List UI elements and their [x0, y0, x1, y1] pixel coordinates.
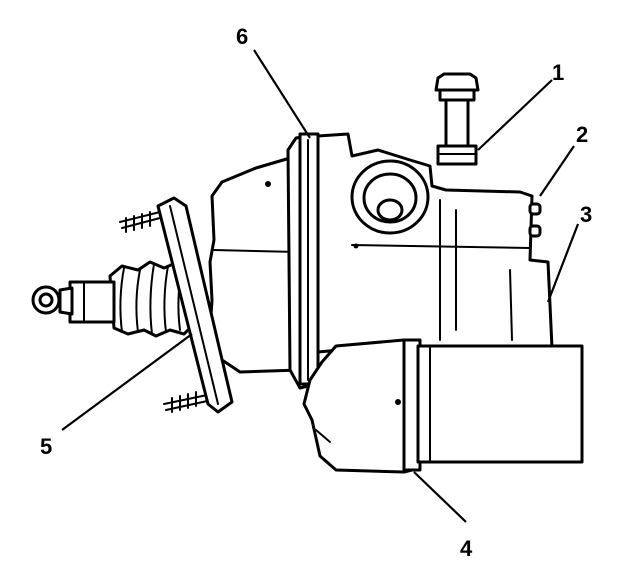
front-cylinder-reservoir — [302, 338, 584, 474]
leader-lines — [61, 49, 580, 523]
booster-flange — [286, 132, 320, 390]
push-rod-boot — [31, 260, 196, 338]
mounting-plate — [156, 196, 234, 414]
vacuum-check-valve-fitting — [434, 72, 480, 166]
callout-2: 2 — [576, 122, 589, 147]
callout-1: 1 — [552, 60, 565, 85]
callout-6: 6 — [236, 24, 249, 49]
side-sensor-bolts — [528, 202, 542, 238]
callout-3: 3 — [580, 202, 593, 227]
brake-line-port — [350, 159, 430, 235]
booster-rear-shell — [208, 148, 302, 374]
callout-4: 4 — [460, 536, 473, 561]
callout-5: 5 — [40, 434, 53, 459]
mounting-studs — [119, 211, 213, 413]
master-cylinder-body — [316, 132, 554, 354]
